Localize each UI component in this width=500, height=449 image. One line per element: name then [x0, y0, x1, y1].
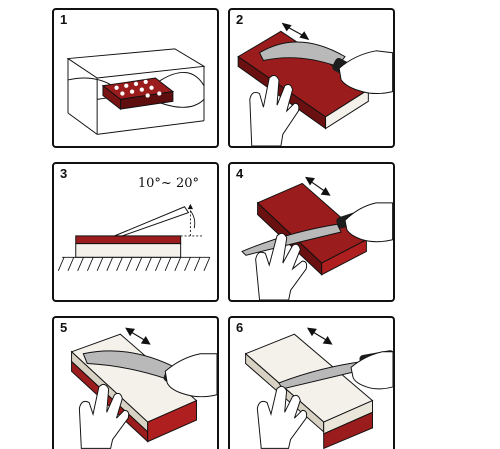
step-1-panel: 1 [52, 8, 219, 148]
step-3-number: 3 [60, 166, 68, 181]
double-arrow-icon [125, 327, 151, 345]
step-5-panel: 5 [52, 316, 219, 449]
step-2-illustration [237, 22, 393, 146]
knife-icon [114, 206, 190, 237]
whetstone-icon [75, 235, 182, 258]
whetstone-icon [101, 77, 175, 111]
step-4-illustration [241, 176, 393, 300]
angle-icon [180, 203, 204, 237]
step-4-panel: 4 [228, 162, 395, 302]
double-arrow-icon [306, 327, 333, 345]
step-1-number: 1 [60, 12, 68, 27]
step-2-number: 2 [236, 12, 244, 27]
hand-icon [249, 50, 393, 146]
double-arrow-icon [305, 176, 331, 196]
step-5-number: 5 [60, 320, 68, 335]
step-6-number: 6 [236, 320, 244, 335]
step-1-illustration [66, 48, 206, 135]
step-6-illustration [244, 327, 393, 449]
step-2-panel: 2 [228, 8, 395, 148]
hand-icon [255, 202, 393, 300]
hand-icon [256, 351, 393, 449]
base-hatch [57, 256, 211, 272]
step-6-panel: 6 [228, 316, 395, 449]
double-arrow-icon [281, 22, 310, 41]
step-3-illustration [57, 203, 211, 272]
step-5-illustration [70, 327, 217, 449]
step-3-panel: 3 10°~ 20° [52, 162, 219, 302]
hand-icon [78, 353, 217, 449]
step-4-number: 4 [236, 166, 244, 181]
angle-label: 10°~ 20° [137, 176, 199, 191]
